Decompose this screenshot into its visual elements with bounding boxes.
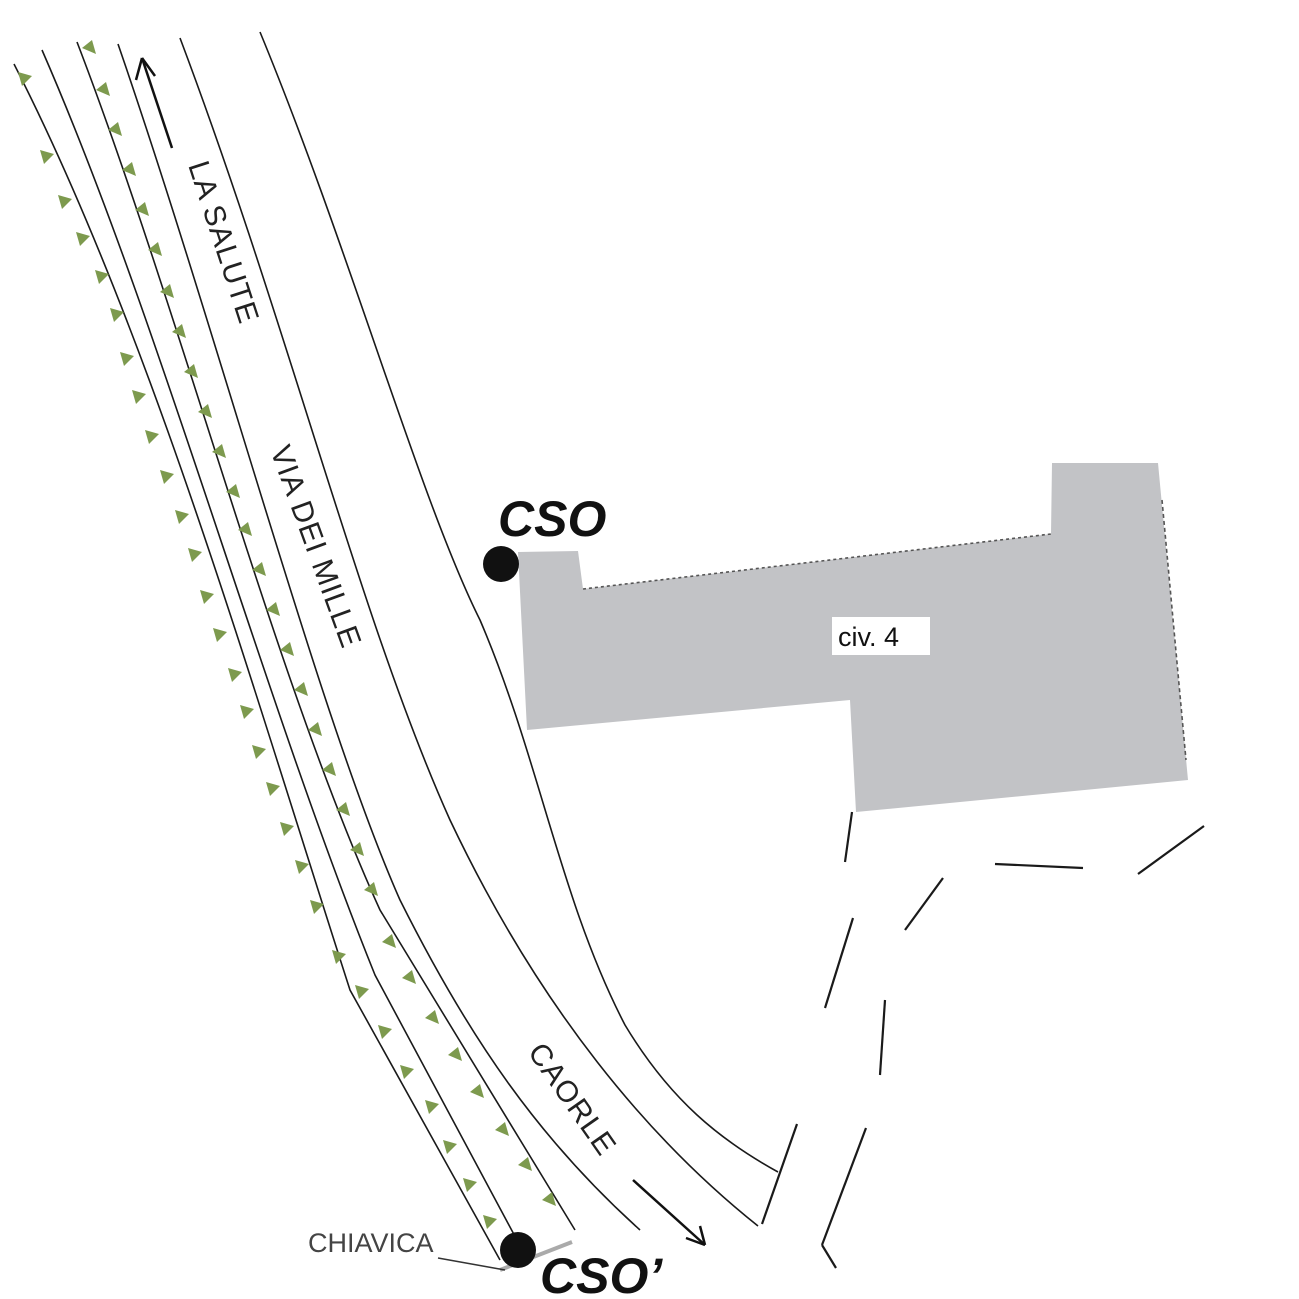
cso-marker-bottom[interactable] — [500, 1232, 536, 1268]
arrow-up-icon — [134, 57, 174, 149]
cso-label-top: CSO — [498, 491, 606, 547]
arrow-down-right-icon — [632, 1179, 707, 1247]
boundary-lines — [760, 811, 1205, 1269]
embankment-triangles-inner — [82, 40, 556, 1206]
road-edge-east — [259, 31, 779, 1173]
embankment-line-1 — [13, 63, 501, 1261]
building-label: civ. 4 — [838, 622, 899, 652]
embankment-line-2 — [41, 49, 526, 1256]
cso-marker-top[interactable] — [483, 546, 519, 582]
cso-label-bottom: CSO’ — [540, 1248, 663, 1299]
street-label-caorle: CAORLE — [521, 1037, 622, 1162]
chiavica-label: CHIAVICA — [308, 1228, 434, 1258]
embankment-line-3 — [76, 41, 576, 1231]
street-label-via-dei-mille: VIA DEI MILLE — [263, 441, 367, 653]
chiavica-leader — [437, 1257, 506, 1271]
building-edge-dotted — [582, 533, 1052, 590]
building-edge-dotted-right — [1161, 499, 1187, 761]
embankment-triangles-outer — [18, 72, 497, 1229]
road-edge-west — [117, 43, 641, 1231]
building-label-box — [832, 617, 930, 655]
road-edge-center — [179, 37, 759, 1227]
